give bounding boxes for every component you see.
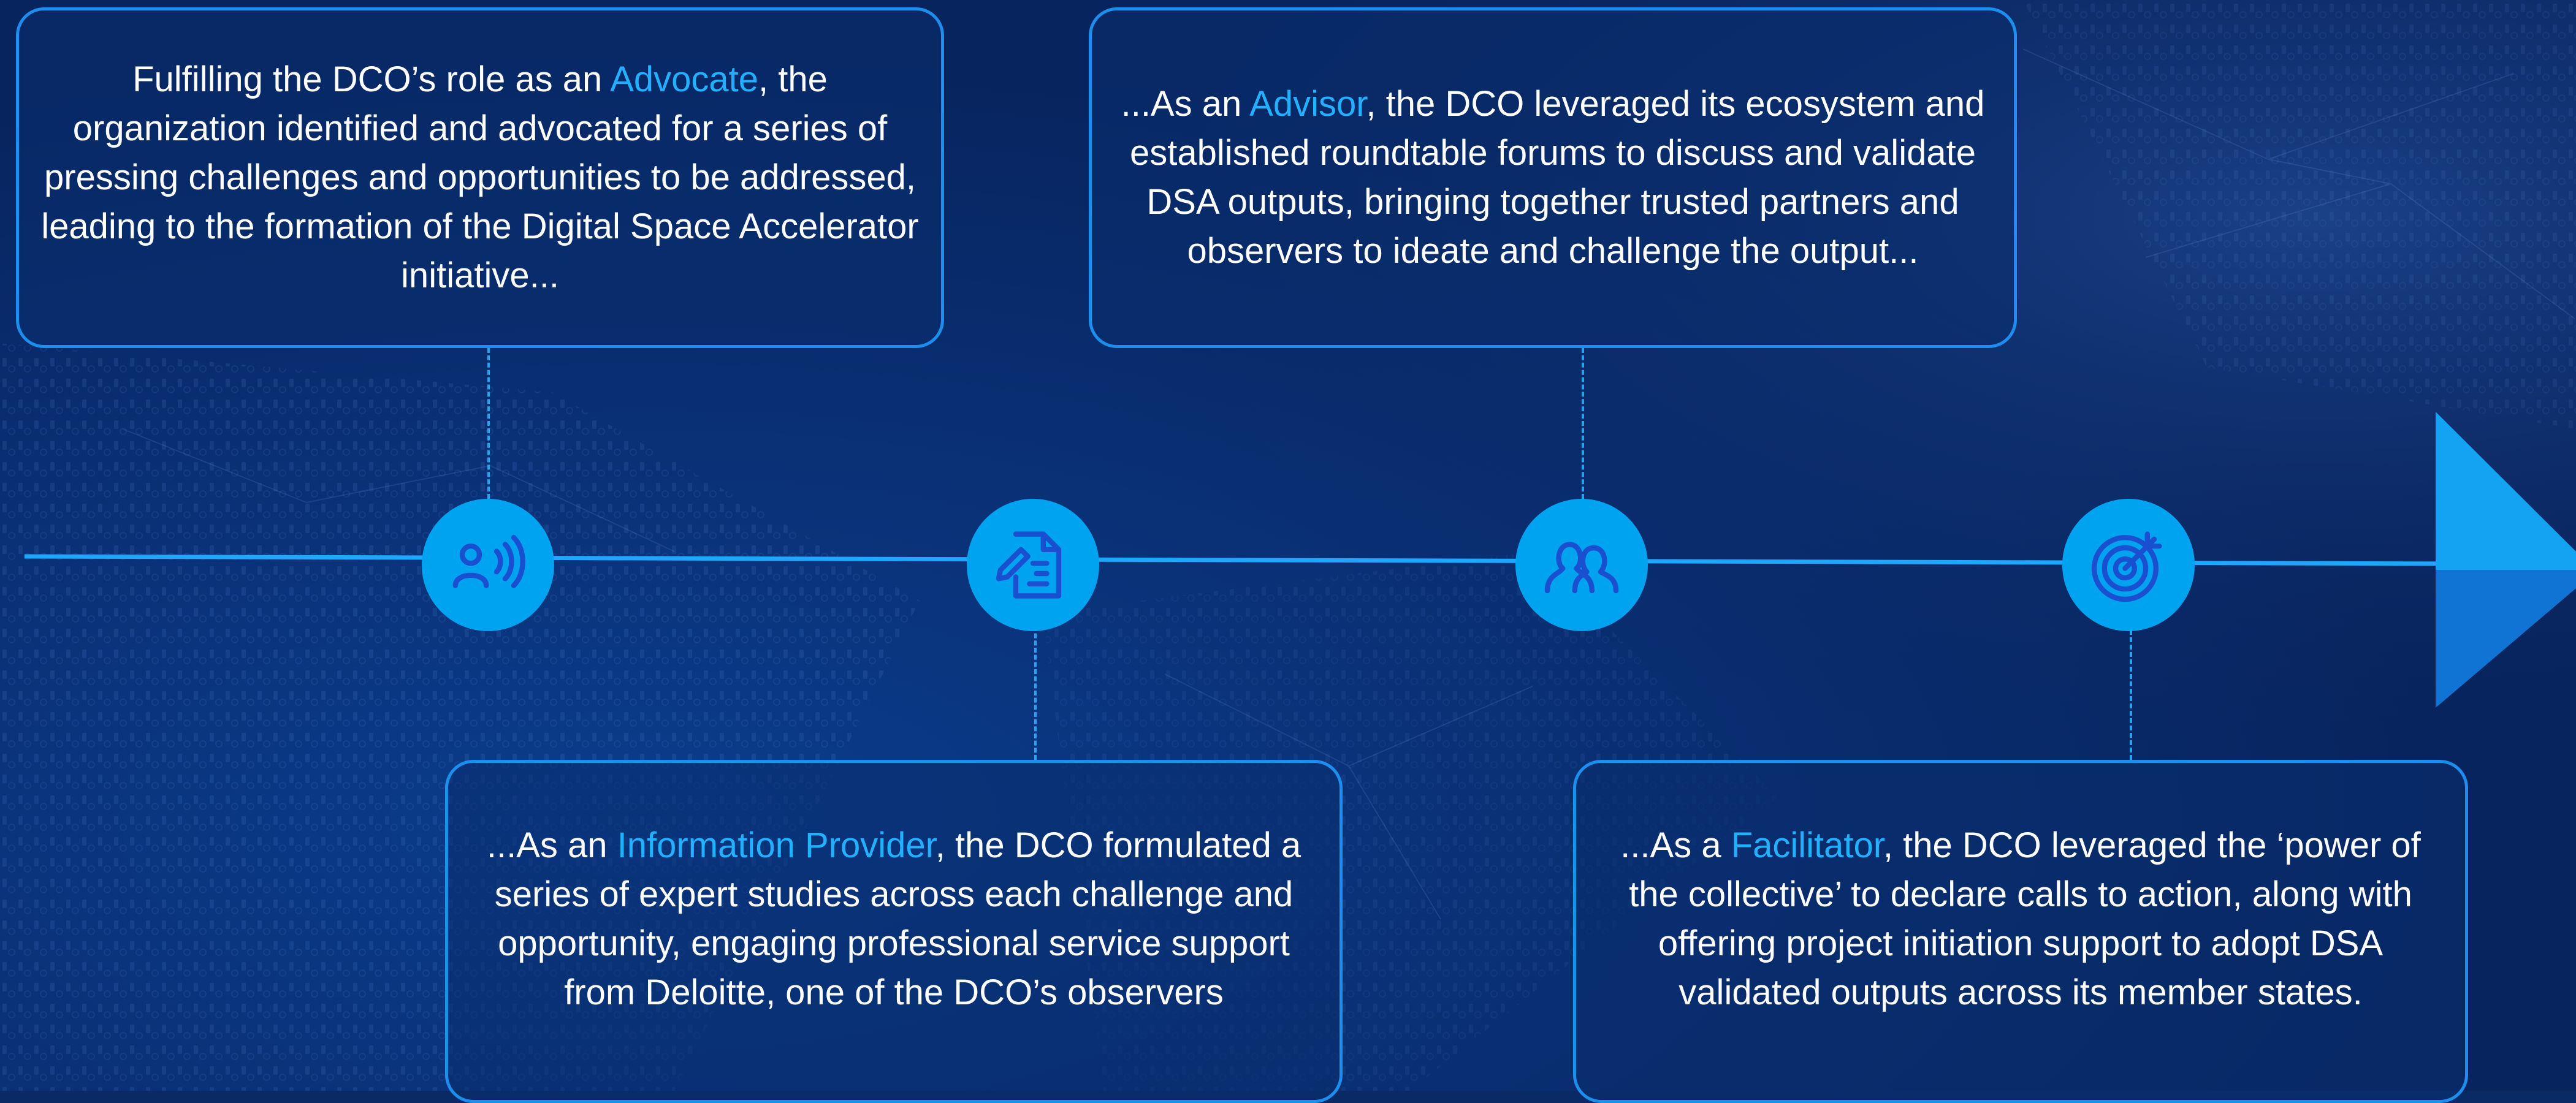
stage-box-facilitator: ...As a Facilitator, the DCO leveraged t… <box>1573 760 2468 1103</box>
connector-advocate <box>487 348 490 499</box>
document-edit-icon <box>996 531 1062 599</box>
role-label-information-provider: Information Provider <box>617 825 936 865</box>
speaking-person-icon <box>452 535 525 588</box>
arrow-head-upper <box>2436 412 2576 570</box>
role-label-facilitator: Facilitator <box>1731 825 1883 865</box>
arrow-head-lower <box>2436 570 2576 708</box>
connector-info <box>1034 626 1037 760</box>
stage-text-facilitator: ...As a Facilitator, the DCO leveraged t… <box>1620 825 2421 1012</box>
connector-facilitator <box>2130 630 2132 760</box>
two-people-icon <box>1544 542 1619 594</box>
target-icon <box>2091 531 2162 602</box>
stage-box-information-provider: ...As an Information Provider, the DCO f… <box>445 760 1343 1103</box>
stage-text-information-provider: ...As an Information Provider, the DCO f… <box>486 825 1301 1012</box>
stage-text-advisor: ...As an Advisor, the DCO leveraged its … <box>1121 84 1985 271</box>
stage-text-advocate: Fulfilling the DCO’s role as an Advocate… <box>41 59 919 295</box>
node-advisor <box>1515 499 1648 631</box>
node-information-provider <box>967 499 1099 631</box>
stage-box-advisor: ...As an Advisor, the DCO leveraged its … <box>1089 7 2017 348</box>
role-label-advisor: Advisor <box>1249 84 1366 124</box>
connector-advisor <box>1582 348 1584 499</box>
node-facilitator <box>2062 499 2195 631</box>
node-advocate <box>422 499 554 631</box>
stage-box-advocate: Fulfilling the DCO’s role as an Advocate… <box>16 7 944 348</box>
role-label-advocate: Advocate <box>610 59 759 99</box>
